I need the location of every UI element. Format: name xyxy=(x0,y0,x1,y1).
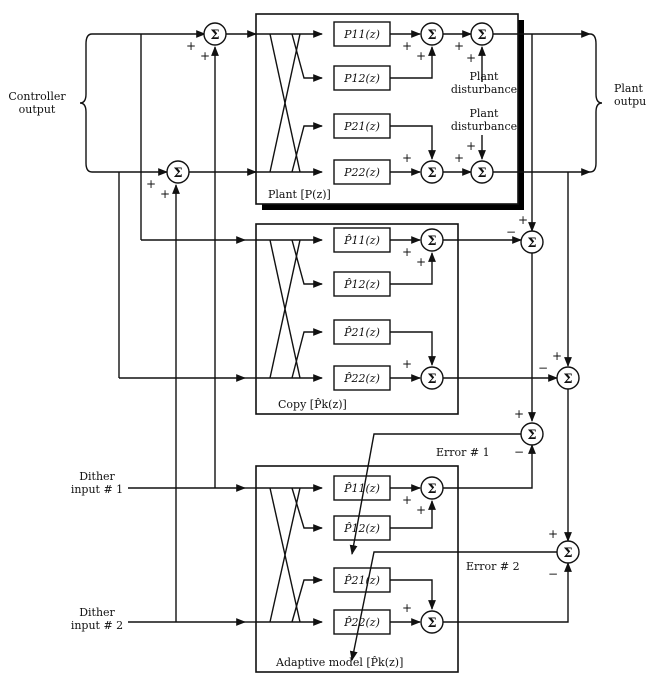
plant-sum-1-plus-b: + xyxy=(416,49,426,63)
plant-output-label-line1: Plant xyxy=(614,82,644,95)
error-sum-2-symbol: Σ xyxy=(563,546,572,561)
input-sum-1 xyxy=(203,22,227,46)
adaptive-sum-2-plus-a: + xyxy=(402,601,412,615)
copy-sum-2-symbol: Σ xyxy=(427,372,436,387)
disturbance-sum-2-plus-a: + xyxy=(454,151,464,165)
copy-compare-sum-2-plus: + xyxy=(552,349,562,363)
adaptive-sum-2-symbol: Σ xyxy=(427,616,436,631)
plant-block-p11 xyxy=(333,21,391,47)
copy-block-p11 xyxy=(333,227,391,253)
copy-sum-1-plus-b: + xyxy=(416,255,426,269)
error-sum-1-symbol: Σ xyxy=(527,428,536,443)
copy-caption: Copy [P̂k(z)] xyxy=(278,398,347,411)
adaptive-block-p21-label: P̂21(z) xyxy=(343,574,380,587)
copy-block-p11-label: P̂11(z) xyxy=(343,234,380,247)
plant-disturbance-1-line2: disturbance xyxy=(451,83,517,96)
adaptive-internal-wiring xyxy=(256,484,323,626)
adaptive-sum-1-symbol: Σ xyxy=(427,482,436,497)
adaptive-block-p22-label: P̂22(z) xyxy=(343,616,380,629)
adaptive-block-p12-label: P̂12(z) xyxy=(343,522,380,535)
copy-internal-wiring xyxy=(256,236,323,382)
plant-block-p21 xyxy=(333,113,391,139)
error-2-label: Error # 2 xyxy=(466,560,520,573)
copy-compare-sum-1-plus: + xyxy=(518,213,528,227)
dither-1-label-line1: Dither xyxy=(79,470,115,483)
copy-compare-sum-2-minus: − xyxy=(538,361,548,375)
error-sum-2-plus: + xyxy=(548,527,558,541)
plant-sum-1-symbol: Σ xyxy=(427,28,436,43)
controller-output-label-line2: output xyxy=(19,103,56,116)
plant-block-p21-label: P21(z) xyxy=(343,120,380,133)
adaptive-sum-1-plus-b: + xyxy=(416,503,426,517)
input-sum-2-plus-b: + xyxy=(160,187,170,201)
disturbance-sum-1-symbol: Σ xyxy=(477,28,486,43)
adaptive-sum-1-plus-a: + xyxy=(402,493,412,507)
error-1-label: Error # 1 xyxy=(436,446,490,459)
input-sum-1-plus-b: + xyxy=(200,49,210,63)
plant-internal-wiring xyxy=(256,30,323,176)
plant-block-p11-label: P11(z) xyxy=(343,28,380,41)
controller-output-label-line1: Controller xyxy=(8,90,66,103)
error-sum-1-minus: − xyxy=(514,445,524,459)
copy-frame xyxy=(255,223,459,415)
copy-block-p21-label: P̂21(z) xyxy=(343,326,380,339)
input-sum-2 xyxy=(166,160,190,184)
copy-block-p12-label: P̂12(z) xyxy=(343,278,380,291)
plant-sum-2-symbol: Σ xyxy=(427,166,436,181)
adaptive-model-frame xyxy=(255,465,459,673)
copy-sum-2-plus-a: + xyxy=(402,357,412,371)
copy-compare-sum-2-symbol: Σ xyxy=(563,372,572,387)
disturbance-sum-2-symbol: Σ xyxy=(477,166,486,181)
copy-block-p12 xyxy=(333,271,391,297)
plant-disturbance-1-line1: Plant xyxy=(470,70,500,83)
plant-disturbance-2-line2: disturbance xyxy=(451,120,517,133)
copy-block-p22-label: P̂22(z) xyxy=(343,372,380,385)
copy-compare-sum-1-symbol: Σ xyxy=(527,236,536,251)
input-sum-2-symbol: Σ xyxy=(173,166,182,181)
plant-output-brace xyxy=(589,33,603,173)
copy-sum-1-symbol: Σ xyxy=(427,234,436,249)
adaptive-caption: Adaptive model [P̂k(z)] xyxy=(275,656,403,669)
dither-2-label-line1: Dither xyxy=(79,606,115,619)
disturbance-sum-1-plus-a: + xyxy=(454,39,464,53)
plant-sum-1-plus-a: + xyxy=(402,39,412,53)
input-sum-1-symbol: Σ xyxy=(210,28,219,43)
dither-2-label-line2: input # 2 xyxy=(71,619,123,632)
plant-block-p22-label: P22(z) xyxy=(343,166,380,179)
plant-disturbance-2-line1: Plant xyxy=(470,107,500,120)
adaptive-block-p21 xyxy=(333,567,391,593)
controller-output-brace xyxy=(79,33,93,173)
plant-output-label-line2: outpu xyxy=(614,95,646,108)
disturbance-sum-1-plus-b: + xyxy=(466,51,476,65)
plant-caption: Plant [P(z)] xyxy=(268,188,331,201)
disturbance-sum-2-plus-b: + xyxy=(466,139,476,153)
copy-sum-1-plus-a: + xyxy=(402,245,412,259)
adaptive-block-p11-label: P̂11(z) xyxy=(343,482,380,495)
plant-sum-2-plus-a: + xyxy=(402,151,412,165)
copy-compare-sum-1-minus: − xyxy=(506,225,516,239)
input-sum-1-plus-a: + xyxy=(186,39,196,53)
input-sum-2-plus-a: + xyxy=(146,177,156,191)
error-sum-2-minus: − xyxy=(548,567,558,581)
error-sum-1-plus: + xyxy=(514,407,524,421)
dither-1-label-line2: input # 1 xyxy=(71,483,123,496)
plant-block-p12-label: P12(z) xyxy=(343,72,380,85)
